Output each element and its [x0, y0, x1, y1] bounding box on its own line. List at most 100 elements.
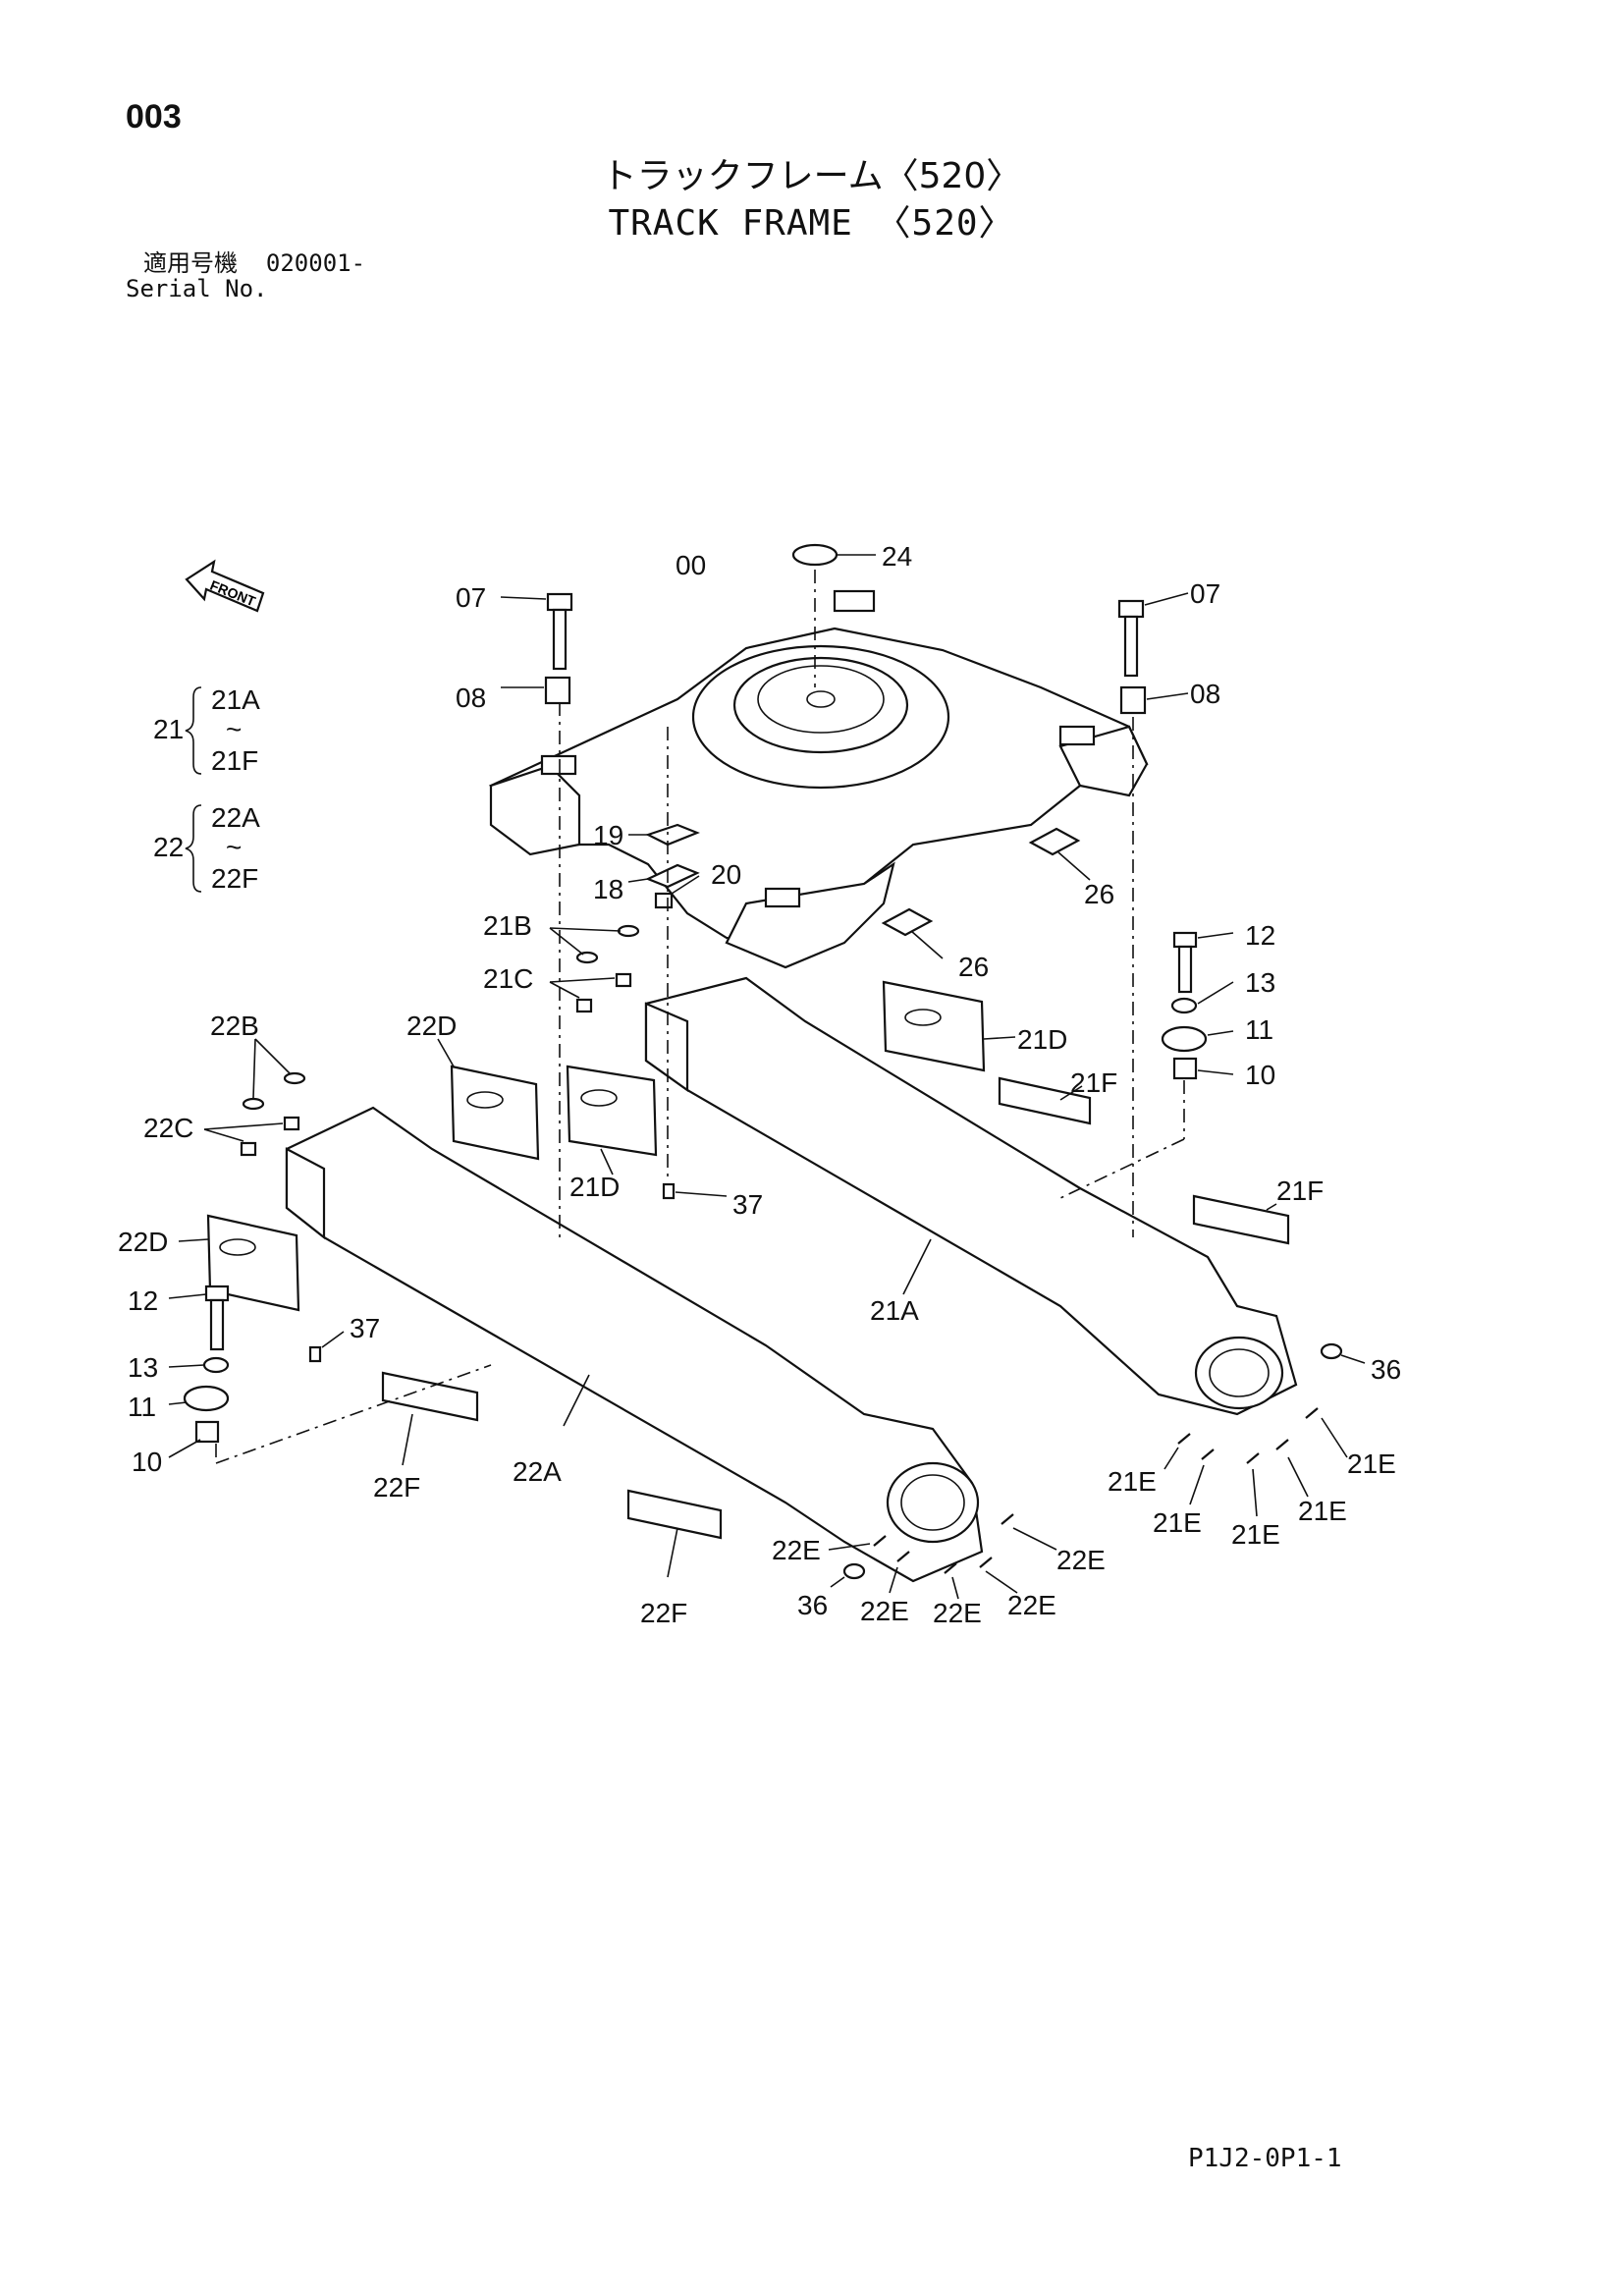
serial-label-japanese: 適用号機 — [143, 249, 238, 277]
svg-text:~: ~ — [226, 714, 242, 744]
callout-21f-far: 21F — [1276, 1175, 1324, 1206]
spacer-10-right — [1172, 1057, 1234, 1080]
page-title-japanese: トラックフレーム〈520〉 — [601, 156, 1022, 196]
pins-21e — [1163, 1407, 1348, 1517]
callout-00: 00 — [676, 550, 706, 580]
serial-value: 020001- — [265, 249, 366, 277]
callout-36-right: 36 — [1371, 1354, 1401, 1385]
page-number: 003 — [126, 98, 182, 136]
svg-text:21: 21 — [153, 714, 184, 744]
svg-text:22: 22 — [153, 832, 184, 862]
callout-10-right: 10 — [1245, 1060, 1275, 1090]
pad-21f-right — [998, 1076, 1092, 1125]
callout-37-center: 37 — [732, 1189, 763, 1220]
callout-22e-2: 22E — [860, 1596, 909, 1626]
block-11-right — [1161, 1025, 1234, 1053]
washer-13-left — [168, 1356, 230, 1374]
callout-11-right: 11 — [1245, 1014, 1273, 1045]
callout-22e-1: 22E — [772, 1535, 821, 1565]
spacer-10-left — [168, 1420, 220, 1458]
callout-07-left: 07 — [456, 582, 486, 613]
drawing-code: P1J2-0P1-1 — [1188, 2144, 1342, 2173]
pad-21f-far — [1192, 1194, 1290, 1245]
svg-text:~: ~ — [226, 832, 242, 862]
rubber-part-26-right — [1028, 827, 1091, 881]
svg-text:22A: 22A — [211, 802, 260, 833]
callout-20: 20 — [711, 859, 741, 890]
callout-26-center: 26 — [958, 952, 989, 982]
shim-22c — [203, 1116, 300, 1157]
callout-12-left: 12 — [128, 1285, 158, 1316]
callout-22a: 22A — [513, 1456, 562, 1487]
pin-37-left — [308, 1331, 345, 1363]
callout-07-right: 07 — [1190, 578, 1220, 609]
callout-19: 19 — [593, 820, 623, 850]
side-frame-part-21a — [644, 976, 1298, 1416]
callout-21e-1: 21E — [1108, 1466, 1157, 1497]
callout-08-left: 08 — [456, 683, 486, 713]
collar-08-right — [1119, 685, 1189, 715]
callout-21f-right: 21F — [1070, 1067, 1117, 1098]
callout-21e-3: 21E — [1231, 1519, 1280, 1550]
callout-21d-center: 21D — [569, 1172, 620, 1202]
shim-21b — [549, 924, 640, 964]
callout-21c: 21C — [483, 963, 533, 994]
bolt-12-right — [1172, 931, 1234, 994]
svg-text:21F: 21F — [211, 745, 258, 776]
block-11-left — [168, 1385, 230, 1412]
washer-13-right — [1170, 981, 1234, 1014]
callout-22d-left: 22D — [118, 1227, 168, 1257]
callout-10-left: 10 — [132, 1447, 162, 1477]
callout-13-right: 13 — [1245, 967, 1275, 998]
svg-text:21A: 21A — [211, 684, 260, 715]
bolt-12-left — [168, 1285, 230, 1351]
callout-22f-bottom: 22F — [640, 1598, 687, 1628]
callout-22d-top: 22D — [406, 1011, 457, 1041]
callout-22e-4: 22E — [1007, 1590, 1056, 1620]
callout-22e-5: 22E — [1056, 1545, 1106, 1575]
page-title-english: TRACK FRAME 〈520〉 — [608, 203, 1015, 244]
callout-21e-4: 21E — [1298, 1496, 1347, 1526]
callout-13-left: 13 — [128, 1352, 158, 1383]
callout-21e-5: 21E — [1347, 1449, 1396, 1479]
callout-22e-3: 22E — [933, 1598, 982, 1628]
plate-part-19 — [628, 823, 700, 847]
group-21-legend: 21 21A ~ 21F — [153, 684, 260, 776]
callout-21d-right: 21D — [1017, 1024, 1067, 1055]
callout-21a: 21A — [870, 1295, 919, 1326]
serial-label-english: Serial No. — [126, 275, 268, 302]
bolt-07-right — [1117, 592, 1189, 678]
shim-21c — [549, 972, 632, 1013]
pad-22f-left — [381, 1371, 479, 1466]
upper-frame-part-00 — [488, 589, 1149, 969]
callout-24: 24 — [882, 541, 912, 572]
rubber-part-26-center — [881, 907, 944, 959]
side-frame-part-22a — [285, 1106, 984, 1583]
collar-08-left — [501, 676, 571, 705]
callout-21e-2: 21E — [1153, 1507, 1202, 1538]
svg-text:22F: 22F — [211, 863, 258, 894]
plug-36-bottom — [830, 1562, 866, 1588]
wear-plate-21d-center — [566, 1065, 658, 1175]
callout-21b: 21B — [483, 910, 532, 941]
cap-part-24 — [791, 543, 876, 567]
callout-36-bottom: 36 — [797, 1590, 828, 1620]
callout-12-right: 12 — [1245, 920, 1275, 951]
wear-plate-21d-right — [882, 980, 1016, 1072]
front-arrow-icon: FRONT — [185, 559, 265, 613]
bolt-07-left — [500, 592, 573, 671]
callout-22f-left: 22F — [373, 1472, 420, 1503]
callout-11-left: 11 — [128, 1392, 156, 1422]
callout-18: 18 — [593, 874, 623, 904]
pad-22f-bottom — [626, 1489, 723, 1578]
plug-36-right — [1320, 1342, 1366, 1364]
callout-labels: 00 24 07 07 08 08 19 18 20 26 26 21B 21C… — [118, 541, 1401, 1628]
callout-22b: 22B — [210, 1011, 259, 1041]
callout-08-right: 08 — [1190, 679, 1220, 709]
wear-plate-22d-top — [437, 1038, 540, 1161]
callout-22c: 22C — [143, 1113, 193, 1143]
group-22-legend: 22 22A ~ 22F — [153, 802, 260, 894]
pins-22e — [828, 1513, 1057, 1600]
callout-37-left: 37 — [350, 1313, 380, 1343]
